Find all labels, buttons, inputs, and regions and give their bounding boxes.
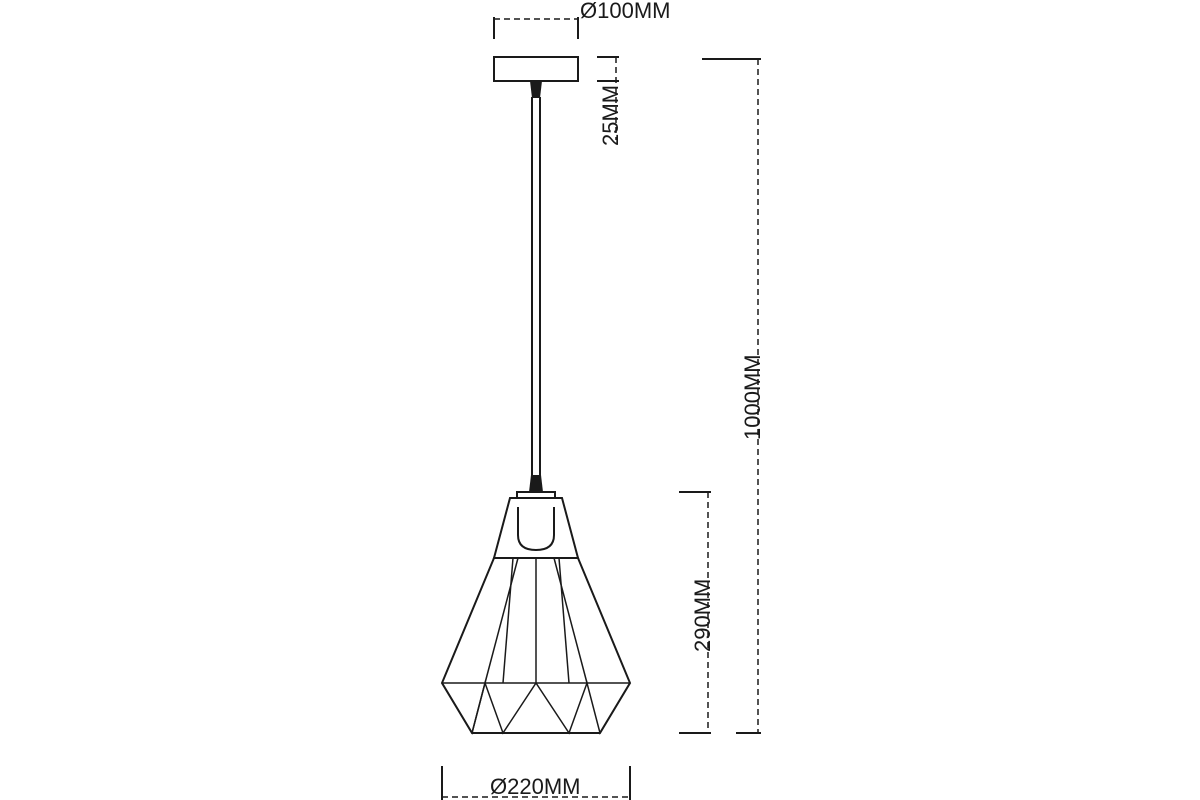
lamp-holder (492, 491, 580, 559)
shade-diameter-label: Ø220MM (490, 774, 580, 799)
ceiling-canopy (493, 56, 579, 82)
canopy-diameter-dimension: Ø100MM (493, 0, 670, 39)
canopy-height-label: 25MM (598, 85, 623, 146)
shade-diameter-dimension: Ø220MM (441, 766, 631, 800)
canopy-diameter-label: Ø100MM (580, 0, 670, 23)
geometric-shade (440, 556, 632, 735)
total-drop-label: 1000MM (740, 354, 765, 440)
canopy-height-dimension: 25MM (597, 56, 623, 146)
total-drop-dimension: 1000MM (702, 58, 765, 734)
shade-height-dimension: 290MM (679, 491, 715, 734)
suspension-cord (529, 81, 543, 492)
shade-height-label: 290MM (690, 579, 715, 652)
